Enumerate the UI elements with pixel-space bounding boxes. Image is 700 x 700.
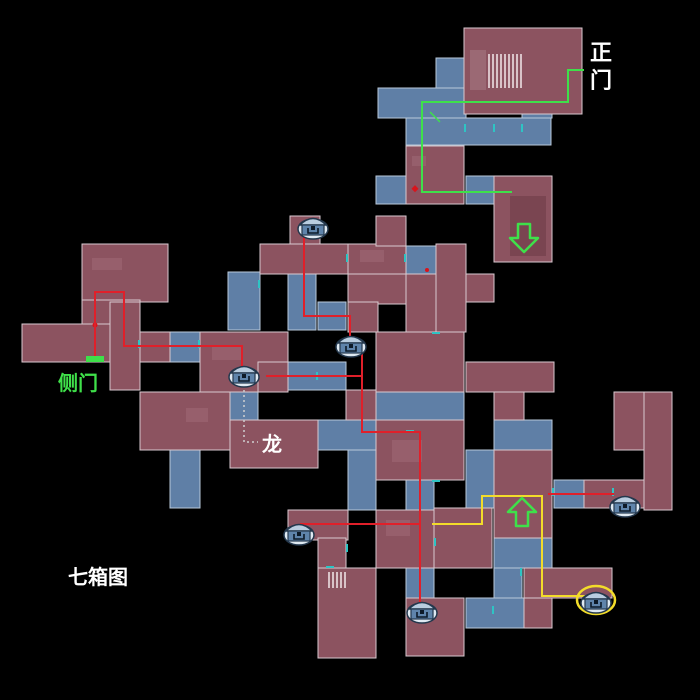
treasure-chest-icon[interactable] <box>609 495 641 518</box>
dragon-pointer <box>243 390 258 443</box>
side-gate-marker <box>86 356 104 362</box>
stairs-tile <box>488 54 524 88</box>
arrow-up-icon <box>506 496 538 528</box>
treasure-chest-icon[interactable] <box>406 601 438 624</box>
entrance-room-shade <box>510 196 546 256</box>
arrow-down-icon <box>508 222 540 254</box>
dragon-label: 龙 <box>262 432 282 456</box>
treasure-chest-icon[interactable] <box>283 523 315 546</box>
route-red <box>94 226 614 608</box>
treasure-chest-icon[interactable] <box>228 365 260 388</box>
treasure-chest-icon[interactable] <box>580 591 612 614</box>
stairs-tile <box>326 572 348 588</box>
route-yellow <box>432 495 596 597</box>
map-title: 七箱图 <box>68 565 128 589</box>
markers <box>92 185 429 328</box>
treasure-chest-icon[interactable] <box>335 335 367 358</box>
main-gate-label: 正门 <box>589 41 612 94</box>
treasure-chest-icon[interactable] <box>297 217 329 240</box>
side-gate-label: 侧门 <box>58 371 98 395</box>
route-green <box>421 69 584 193</box>
